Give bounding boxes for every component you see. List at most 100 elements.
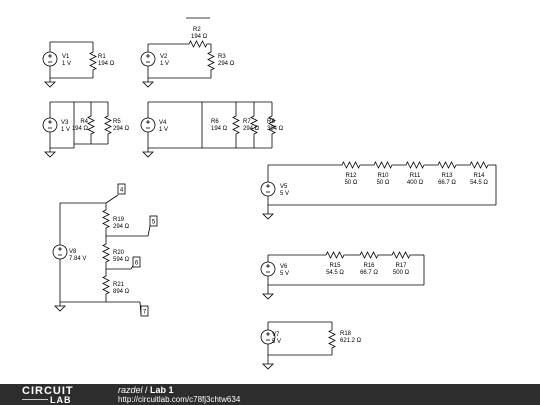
source-value: 1 V [62, 61, 71, 67]
ground-icon [142, 147, 154, 158]
resistor-R17[interactable] [387, 251, 415, 259]
ground-icon [262, 289, 274, 300]
circuit-7 [260, 251, 425, 300]
resistor-name: R20 [113, 250, 125, 256]
ground-icon [44, 147, 56, 158]
resistor-R15[interactable] [321, 251, 349, 259]
resistor-R8[interactable] [268, 111, 276, 139]
source-name: V5 [280, 184, 288, 190]
source-name: V1 [62, 54, 70, 60]
resistor-R18[interactable] [328, 325, 336, 353]
footer-bar: CIRCUIT LAB razdel / Lab 1 http://circui… [0, 384, 540, 405]
resistor-name: R12 [345, 173, 357, 179]
source-name: V3 [61, 120, 69, 126]
circuit-3 [42, 101, 112, 158]
schematic-canvas[interactable]: V1 1 V R1 194 Ω V2 1 V R2 194 Ω R3 294 Ω… [0, 0, 540, 384]
resistor-R13[interactable] [433, 161, 461, 169]
ground-icon [262, 359, 274, 370]
project-url[interactable]: http://circuitlab.com/c78fj3chtw634 [118, 395, 241, 404]
resistor-R21[interactable] [102, 271, 110, 299]
circuit-8 [260, 321, 336, 370]
ground-icon [262, 209, 274, 220]
source-value: 7.84 V [69, 256, 86, 262]
node-label-7 [140, 305, 149, 317]
project-breadcrumb: razdel / Lab 1 [118, 385, 174, 395]
resistor-R1[interactable] [89, 47, 97, 75]
resistor-R10[interactable] [369, 161, 397, 169]
circuit-1 [42, 41, 97, 88]
voltage-source-V6[interactable] [260, 261, 276, 277]
resistor-value: 54.5 Ω [326, 270, 344, 276]
resistor-value: 894 Ω [113, 289, 130, 295]
circuit-6 [52, 183, 158, 317]
resistor-R2[interactable] [184, 40, 212, 48]
resistor-name: R17 [395, 263, 407, 269]
resistor-name: R2 [193, 27, 201, 33]
resistor-R3[interactable] [207, 47, 215, 75]
resistor-R16[interactable] [355, 251, 383, 259]
circuitlab-logo[interactable]: CIRCUIT LAB [22, 385, 94, 405]
source-value: 5 V [280, 271, 289, 277]
resistor-value: 594 Ω [113, 257, 130, 263]
voltage-source-V4[interactable] [140, 117, 156, 133]
resistor-value: 294 Ω [243, 126, 260, 132]
circuit-2 [140, 17, 215, 88]
node-number: 7 [143, 310, 147, 316]
node-number: 4 [120, 188, 124, 194]
breadcrumb-separator: / [142, 385, 151, 395]
resistor-R5[interactable] [104, 111, 112, 139]
source-value: 5 V [272, 339, 281, 345]
voltage-source-V8[interactable] [52, 244, 68, 260]
voltage-source-V3[interactable] [42, 117, 58, 133]
resistor-R20[interactable] [102, 239, 110, 267]
node-number: 6 [135, 261, 139, 267]
resistor-R7[interactable] [250, 111, 258, 139]
resistor-name: R14 [473, 173, 485, 179]
author-link[interactable]: razdel [118, 385, 143, 395]
resistor-name: R19 [113, 217, 125, 223]
resistor-R4[interactable] [87, 111, 95, 139]
resistor-name: R3 [218, 54, 226, 60]
resistor-R19[interactable] [102, 205, 110, 233]
voltage-source-V5[interactable] [260, 181, 276, 197]
resistor-name: R13 [441, 173, 453, 179]
circuit-5 [260, 161, 497, 220]
resistor-value: 50 Ω [345, 180, 358, 186]
source-value: 1 V [61, 127, 70, 133]
resistor-value: 194 Ω [98, 61, 115, 67]
source-name: V7 [272, 332, 280, 338]
resistor-name: R8 [267, 119, 275, 125]
voltage-source-V2[interactable] [140, 51, 156, 67]
node-number: 5 [152, 220, 156, 226]
resistor-value: 54.5 Ω [470, 180, 488, 186]
resistor-R12[interactable] [337, 161, 365, 169]
resistor-value: 194 Ω [191, 34, 208, 40]
resistor-value: 394 Ω [267, 126, 284, 132]
node-label-5 [149, 215, 158, 227]
resistor-R14[interactable] [465, 161, 493, 169]
voltage-source-V1[interactable] [42, 51, 58, 67]
resistor-name: R18 [340, 331, 352, 337]
resistor-name: R5 [113, 119, 121, 125]
resistor-value: 621.2 Ω [340, 338, 362, 344]
source-name: V8 [69, 249, 77, 255]
logo-wire-icon [22, 399, 48, 400]
ground-icon [44, 77, 56, 88]
resistor-name: R11 [410, 173, 421, 179]
node-label-4 [117, 183, 126, 195]
resistor-value: 294 Ω [218, 61, 235, 67]
resistor-value: 194 Ω [72, 126, 89, 132]
logo-text-bottom: LAB [50, 395, 72, 405]
resistor-value: 194 Ω [211, 126, 228, 132]
source-name: V4 [159, 120, 167, 126]
source-value: 1 V [160, 61, 169, 67]
resistor-R6[interactable] [232, 111, 240, 139]
project-title: Lab 1 [150, 385, 174, 395]
resistor-name: R4 [80, 119, 88, 125]
node-label-6 [132, 256, 141, 268]
resistor-R11[interactable] [401, 161, 429, 169]
resistor-name: R21 [113, 282, 125, 288]
resistor-value: 50 Ω [377, 180, 390, 186]
resistor-value: 66.7 Ω [438, 180, 456, 186]
resistor-name: R15 [329, 263, 341, 269]
